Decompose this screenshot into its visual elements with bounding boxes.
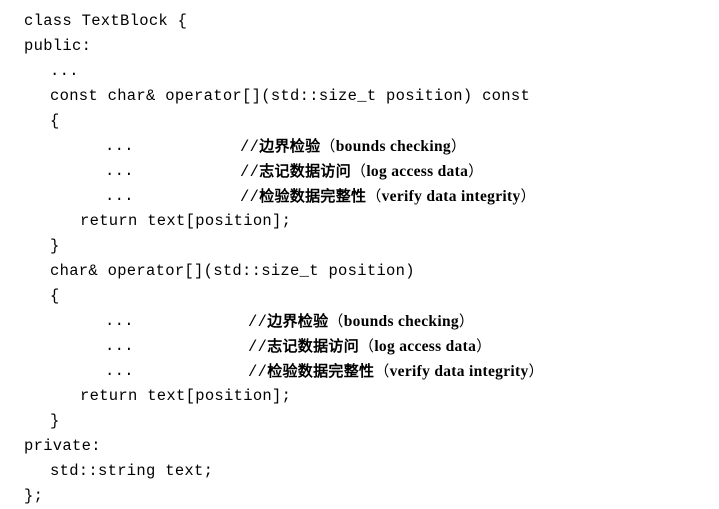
code-text: public: [24,37,92,55]
code-comment: //检验数据完整性（verify data integrity） [248,359,544,385]
comment-text-cjk: 边界检验 [267,312,329,330]
code-line: class TextBlock { [0,9,719,34]
code-text: char& operator[](std::size_t position) [50,262,415,280]
code-comment: //志记数据访问（log access data） [240,159,483,185]
code-text: { [50,287,60,305]
comment-text-cjk: 边界检验 [259,137,321,155]
code-line: ... //检验数据完整性（verify data integrity） [0,359,719,384]
comment-text-cjk: 志记数据访问 [259,162,352,180]
comment-text-cjk: 检验数据完整性 [259,187,367,205]
code-text: } [50,412,60,430]
comment-text-en: bounds checking [335,138,451,155]
comment-paren-close: ） [458,312,475,330]
comment-slashes: // [240,188,260,206]
code-text: ... [105,337,134,355]
code-line: ... //检验数据完整性（verify data integrity） [0,184,719,209]
code-line: public: [0,34,719,59]
comment-paren-close: ） [520,187,536,205]
code-text: ... [105,187,134,205]
code-text: return text[position]; [80,212,292,230]
code-comment: //检验数据完整性（verify data integrity） [240,184,536,210]
comment-slashes: // [248,363,268,381]
code-line: } [0,409,719,434]
code-line: ... //边界检验（bounds checking） [0,134,719,159]
comment-slashes: // [240,163,260,181]
comment-paren-open: （ [328,312,344,330]
code-listing: class TextBlock { public:... const char& o… [0,9,719,505]
code-line: } [0,234,719,259]
code-line: ... [0,59,719,84]
comment-paren-open: （ [359,337,375,355]
code-text: { [50,112,60,130]
code-comment: //边界检验（bounds checking） [240,134,466,160]
code-text: ... [105,312,134,330]
code-text: ... [105,162,134,180]
code-line: std::string text; [0,459,719,484]
comment-slashes: // [240,138,260,156]
code-text: std::string text; [50,462,214,480]
code-comment: //边界检验（bounds checking） [248,309,474,335]
comment-paren-close: ） [528,362,544,380]
code-text: ... [105,137,134,155]
code-line: const char& operator[](std::size_t posit… [0,84,719,109]
code-text: class TextBlock { [24,12,188,30]
code-text: const char& operator[](std::size_t posit… [50,87,531,105]
comment-paren-close: ） [450,137,467,155]
code-line: }; [0,484,719,509]
comment-slashes: // [248,338,268,356]
code-comment: //志记数据访问（log access data） [248,334,491,360]
comment-slashes: // [248,313,268,331]
comment-text-en: bounds checking [343,313,459,330]
code-line: return text[position]; [0,384,719,409]
code-text: return text[position]; [80,387,292,405]
code-line: { [0,109,719,134]
code-text: ... [50,62,79,80]
code-line: ... //志记数据访问（log access data） [0,159,719,184]
code-line: ... //边界检验（bounds checking） [0,309,719,334]
code-text: ... [105,362,134,380]
comment-text-en: log access data [366,163,469,180]
code-line: ... //志记数据访问（log access data） [0,334,719,359]
comment-paren-close: ） [468,162,484,180]
comment-text-cjk: 检验数据完整性 [267,362,375,380]
comment-text-cjk: 志记数据访问 [267,337,360,355]
comment-text-en: verify data integrity [381,188,521,205]
comment-text-en: verify data integrity [389,363,529,380]
comment-text-en: log access data [374,338,477,355]
code-text: }; [24,487,44,505]
comment-paren-open: （ [374,362,390,380]
comment-paren-close: ） [476,337,492,355]
comment-paren-open: （ [366,187,382,205]
comment-paren-open: （ [320,137,336,155]
code-line: { [0,284,719,309]
comment-paren-open: （ [351,162,367,180]
code-line: char& operator[](std::size_t position) [0,259,719,284]
code-text: } [50,237,60,255]
code-line: return text[position]; [0,209,719,234]
